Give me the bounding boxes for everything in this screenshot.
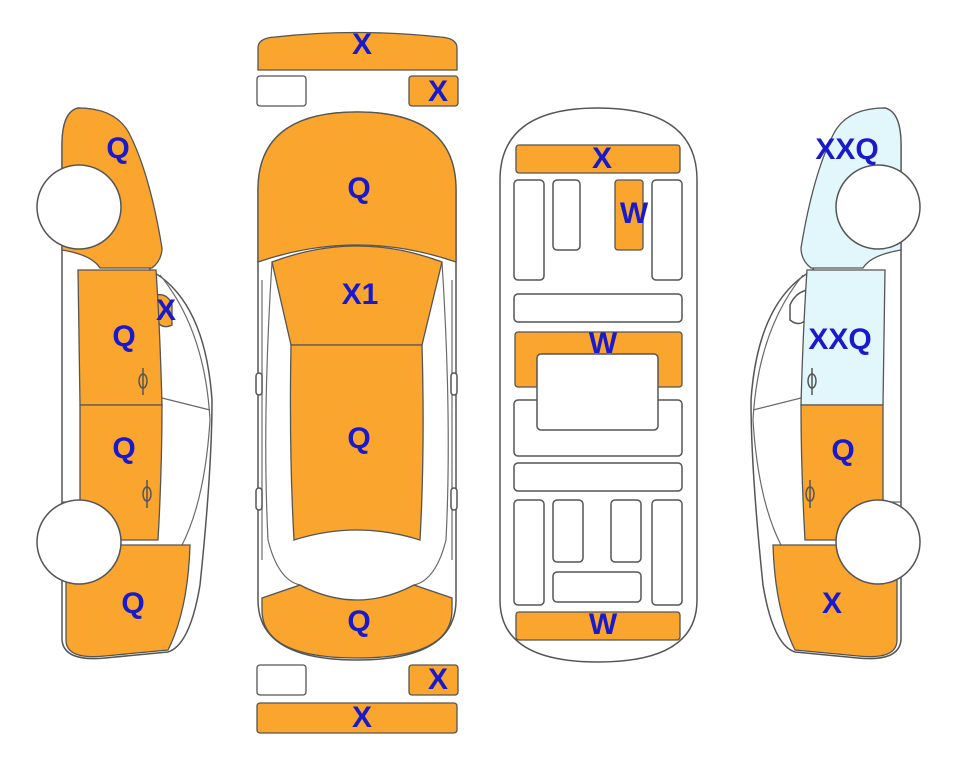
right-rear-door-label: Q	[831, 434, 854, 467]
right-front-door-handle-icon	[807, 368, 817, 395]
top-right-rear-handle	[450, 487, 458, 511]
top-trunk[interactable]	[261, 584, 453, 659]
right-side-beltline	[752, 397, 802, 411]
top-rear-left-light[interactable]	[256, 664, 307, 696]
underbody-front-crossmember-label: X	[592, 142, 612, 175]
right-front-door-label: XXQ	[808, 323, 871, 356]
left-rear-door-label: Q	[112, 432, 135, 465]
underbody-front-rail[interactable]	[614, 179, 644, 251]
underbody-rear-panel	[552, 571, 642, 603]
underbody-rear-floor	[513, 462, 683, 492]
top-rear-bumper[interactable]	[256, 702, 458, 734]
right-side-glass-line	[752, 274, 804, 546]
right-front-wheel	[835, 164, 921, 250]
top-view: X X Q X1 Q Q X X	[255, 28, 459, 734]
left-rear-quarter-label: Q	[121, 587, 144, 620]
left-front-fender-label: Q	[106, 132, 129, 165]
underbody-right-rear-panel	[610, 499, 642, 563]
top-front-right-light-label: X	[428, 75, 448, 108]
top-roof-label: Q	[347, 422, 370, 455]
left-rear-wheel	[36, 499, 122, 585]
right-side-view: XXQ XXQ Q X	[750, 107, 921, 660]
top-hood[interactable]	[257, 111, 457, 263]
top-windshield[interactable]	[271, 245, 443, 346]
top-front-bumper-label: X	[352, 28, 372, 61]
right-rear-door-handle-icon	[805, 480, 815, 508]
left-front-door-handle-icon	[138, 368, 148, 395]
underbody-center-floor-label: W	[589, 327, 618, 360]
underbody-center-cutout	[536, 353, 659, 431]
left-rear-door-handle-icon	[142, 480, 152, 508]
underbody-rear-crossmember-label: W	[589, 608, 618, 641]
top-rear-right-light-label: X	[428, 663, 448, 696]
left-front-door-label: Q	[112, 320, 135, 353]
top-left-mirror	[255, 372, 263, 396]
top-right-side-glass	[413, 261, 449, 586]
top-roof[interactable]	[289, 344, 424, 541]
top-front-left-light[interactable]	[256, 75, 307, 107]
top-front-bumper[interactable]	[257, 31, 458, 71]
top-rear-bumper-label: X	[352, 701, 372, 734]
underbody-left-rear-panel	[552, 499, 584, 563]
top-hood-label: Q	[347, 172, 370, 205]
left-side-view: Q X Q Q Q	[36, 107, 213, 660]
top-left-rear-handle	[255, 487, 263, 511]
underbody-right-front-rail	[651, 179, 683, 281]
underbody-front-floor	[513, 293, 683, 323]
left-side-beltline	[161, 397, 211, 411]
left-front-wheel	[36, 164, 122, 250]
underbody-left-rear-rail	[513, 499, 545, 606]
left-mirror-label: X	[156, 294, 176, 327]
right-front-fender-label: XXQ	[815, 133, 878, 166]
top-left-side-glass	[265, 261, 301, 586]
right-rear-wheel	[835, 499, 921, 585]
underbody-rear-crossmember[interactable]	[515, 611, 681, 641]
right-rear-quarter-label: X	[822, 587, 842, 620]
top-right-mirror	[450, 372, 458, 396]
underbody-front-rail-label: W	[620, 197, 649, 230]
underbody-left-front-rail	[513, 179, 545, 281]
underbody-right-rear-rail	[651, 499, 683, 606]
underbody-left-front-panel	[552, 179, 581, 251]
underbody-front-crossmember[interactable]	[515, 144, 681, 174]
top-rear-right-light[interactable]	[408, 664, 459, 696]
left-side-glass-line	[159, 274, 211, 546]
top-trunk-label: Q	[347, 605, 370, 638]
top-windshield-label: X1	[342, 278, 379, 311]
underbody-view: X W W W	[499, 107, 698, 663]
top-front-right-light[interactable]	[408, 75, 459, 107]
